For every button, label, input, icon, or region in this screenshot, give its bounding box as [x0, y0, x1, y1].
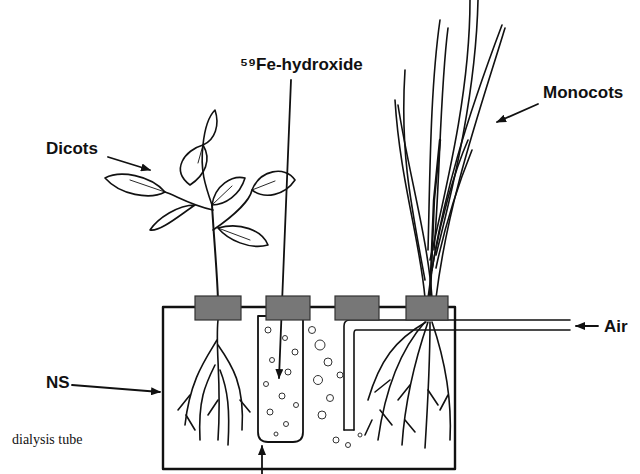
- air-bubble: [327, 395, 334, 402]
- air-bubble: [270, 358, 275, 363]
- part-label: dialysis tube: [12, 433, 82, 447]
- air-bubble: [309, 327, 316, 334]
- air-bubble: [314, 376, 323, 385]
- plant-label: Monocots: [543, 84, 623, 101]
- air-bubble: [292, 349, 298, 355]
- air-bubble: [337, 372, 343, 378]
- solution-label: NS: [46, 374, 70, 391]
- air-bubble: [265, 327, 271, 333]
- air-bubble: [284, 422, 289, 427]
- air-bubble: [358, 433, 362, 437]
- container: [163, 307, 455, 469]
- air-bubble: [279, 393, 285, 399]
- air-bubble: [346, 443, 351, 448]
- air-bubble: [285, 369, 291, 375]
- air-bubble: [264, 382, 269, 387]
- air-bubble: [283, 336, 288, 341]
- air-bubble: [274, 432, 278, 436]
- air-bubble: [267, 409, 273, 415]
- air-bubble: [333, 437, 339, 443]
- air-bubble: [324, 358, 332, 366]
- air-bubble: [294, 403, 299, 408]
- air-bubble: [318, 411, 326, 419]
- isotope-label: ⁵⁹Fe-hydroxide: [240, 56, 363, 73]
- inlet-label: Air: [604, 318, 628, 335]
- plant-label: Dicots: [46, 140, 98, 157]
- air-bubble: [315, 340, 325, 350]
